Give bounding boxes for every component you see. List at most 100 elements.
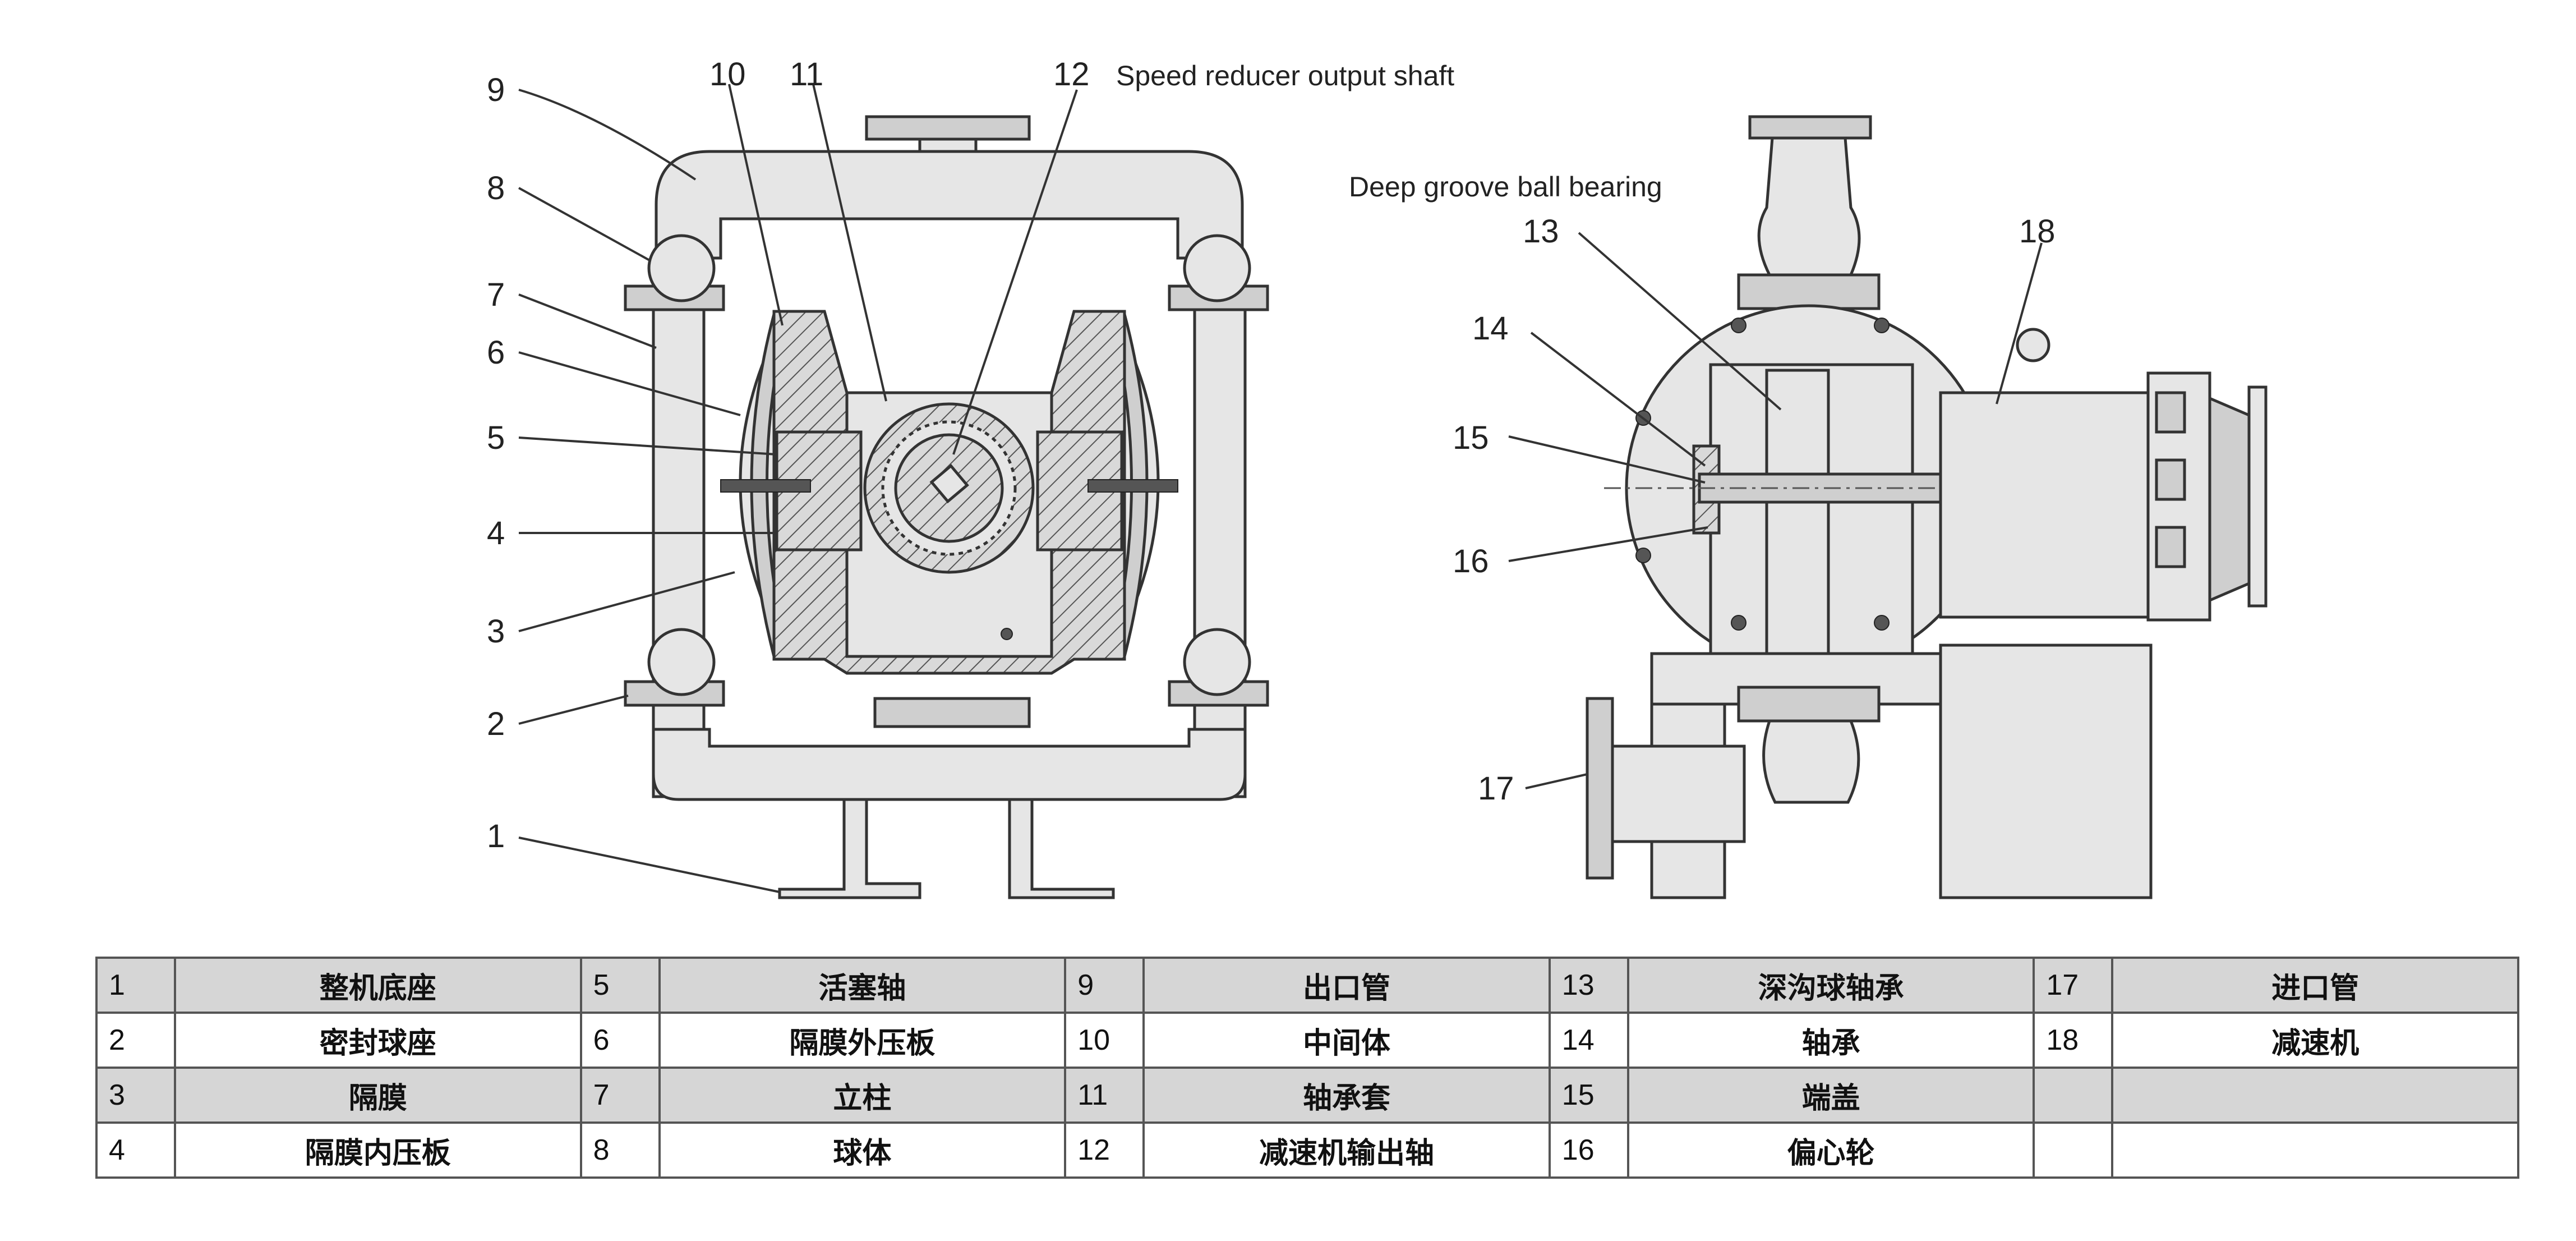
callout-12: 12	[1053, 56, 1090, 93]
callout-17: 17	[1478, 770, 1514, 807]
pump-cross-section-drawing: 1 2 3 4 5 6 7 8 9 10 11 12 Speed reducer…	[487, 56, 2268, 899]
legend-part-name: 进口管	[2111, 957, 2519, 1014]
legend-part-name: 立柱	[658, 1067, 1067, 1124]
check-ball-top-right	[1183, 234, 1251, 302]
motor-adapter	[2208, 396, 2251, 603]
housing-bolt-3	[1731, 318, 1746, 333]
callout-7: 7	[487, 277, 505, 313]
legend-part-number	[2033, 1122, 2114, 1179]
leader-2	[518, 695, 629, 725]
legend-part-number: 2	[95, 1012, 176, 1069]
side-inlet-seat	[1737, 686, 1881, 723]
legend-part-number: 8	[579, 1122, 661, 1179]
legend-part-name: 球体	[658, 1122, 1067, 1179]
legend-part-number: 17	[2033, 957, 2114, 1014]
legend-part-name: 中间体	[1142, 1012, 1551, 1069]
housing-bolt-5	[1731, 615, 1746, 631]
callout-4: 4	[487, 515, 505, 551]
legend-part-name: 偏心轮	[1626, 1122, 2035, 1179]
legend-part-name: 隔膜	[174, 1067, 582, 1124]
legend-part-number: 5	[579, 957, 661, 1014]
callout-3: 3	[487, 613, 505, 650]
callout-1: 1	[487, 818, 505, 854]
base-leg-left	[778, 798, 921, 899]
piston-rod-right	[1087, 479, 1178, 493]
leader-18	[1996, 242, 2043, 405]
legend-part-name: 深沟球轴承	[1626, 957, 2035, 1014]
legend-part-number: 12	[1064, 1122, 1145, 1179]
side-outlet-pipe	[1757, 136, 1861, 277]
callout-15: 15	[1453, 420, 1489, 456]
callout-11: 11	[790, 56, 823, 93]
drain-plug	[1001, 628, 1013, 640]
legend-part-number: 13	[1548, 957, 1629, 1014]
leader-8	[518, 187, 651, 262]
legend-part-number: 11	[1064, 1067, 1145, 1124]
outlet-flange	[865, 115, 1031, 141]
inlet-manifold	[652, 728, 1247, 801]
leader-6	[518, 351, 741, 416]
leader-14	[1530, 332, 1706, 467]
callout-2: 2	[487, 706, 505, 742]
legend-part-name: 活塞轴	[658, 957, 1067, 1014]
leader-11	[812, 84, 887, 402]
callout-16: 16	[1453, 543, 1489, 580]
legend-part-name: 隔膜外压板	[658, 1012, 1067, 1069]
callout-18: 18	[2019, 213, 2056, 250]
legend-part-number: 3	[95, 1067, 176, 1124]
side-outlet-flange	[1748, 115, 1872, 140]
legend-part-number: 4	[95, 1122, 176, 1179]
callout-14: 14	[1472, 310, 1509, 347]
side-section-view	[1508, 115, 2268, 899]
piston-block-right	[1036, 430, 1123, 551]
output-shaft-key	[929, 463, 969, 504]
callout-13: 13	[1523, 213, 1559, 250]
legend-part-number: 1	[95, 957, 176, 1014]
reducer-base-block	[1939, 644, 2153, 899]
legend-part-number: 6	[579, 1012, 661, 1069]
housing-bolt-4	[1874, 318, 1890, 333]
reducer-fin-1	[2155, 391, 2186, 434]
side-inlet-pipe	[1762, 719, 1860, 804]
bearing-housing	[1765, 369, 1830, 675]
reducer-fin-2	[2155, 458, 2186, 501]
leader-16	[1508, 526, 1708, 562]
leader-12	[952, 89, 1078, 455]
inlet-pipe-17	[1608, 744, 1746, 843]
legend-part-name: 减速机输出轴	[1142, 1122, 1551, 1179]
front-section-view	[518, 84, 1269, 899]
callout-9: 9	[487, 72, 505, 108]
leader-3	[518, 571, 735, 632]
frame-column-left	[652, 290, 725, 798]
motor-endplate	[2247, 385, 2268, 608]
housing-bolt-6	[1874, 615, 1890, 631]
callout-5: 5	[487, 420, 505, 456]
ball-bearing-note: Deep groove ball bearing	[1349, 171, 1662, 203]
legend-part-name	[2111, 1067, 2519, 1124]
callout-labels: 1 2 3 4 5 6 7 8 9 10 11 12 Speed reducer…	[487, 56, 2056, 854]
callout-10: 10	[709, 56, 746, 93]
legend-part-number: 18	[2033, 1012, 2114, 1069]
reducer-fin-3	[2155, 526, 2186, 568]
check-ball-bottom-left	[647, 628, 716, 696]
legend-part-name: 出口管	[1142, 957, 1551, 1014]
legend-part-number	[2033, 1067, 2114, 1124]
leader-15	[1508, 435, 1706, 484]
leader-17	[1525, 773, 1588, 789]
check-ball-top-left	[647, 234, 716, 302]
legend-part-number: 7	[579, 1067, 661, 1124]
speed-reducer-note: Speed reducer output shaft	[1116, 60, 1454, 91]
leader-5	[518, 436, 777, 456]
legend-part-number: 16	[1548, 1122, 1629, 1179]
legend-part-name: 隔膜内压板	[174, 1122, 582, 1179]
speed-reducer-body	[1939, 391, 2150, 619]
base-leg-right	[1008, 798, 1115, 899]
leader-1	[518, 836, 780, 893]
legend-part-name: 整机底座	[174, 957, 582, 1014]
legend-part-number: 14	[1548, 1012, 1629, 1069]
legend-part-name: 端盖	[1626, 1067, 2035, 1124]
